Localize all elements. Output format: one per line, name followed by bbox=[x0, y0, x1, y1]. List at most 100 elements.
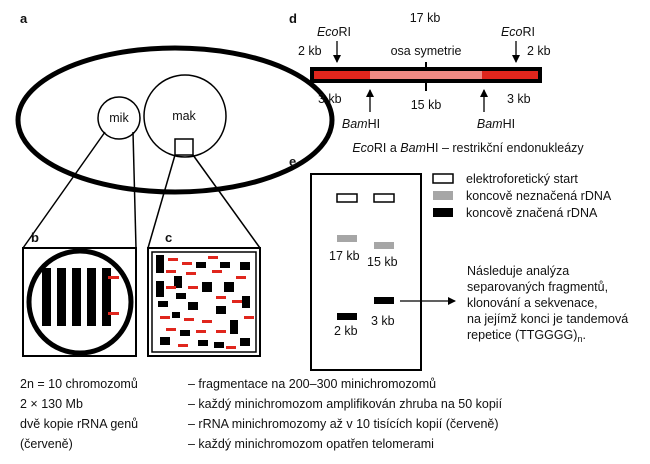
rrna-minichromosome bbox=[236, 276, 246, 279]
panel-label-a: a bbox=[20, 11, 28, 26]
zoom-line-c-left bbox=[147, 154, 176, 249]
rrna-minichromosome bbox=[196, 330, 206, 333]
minichromosome bbox=[230, 320, 238, 334]
chromosome bbox=[72, 268, 81, 326]
chromosome bbox=[102, 268, 111, 326]
zoom-line-b-right bbox=[132, 131, 137, 249]
band-label-2kb: 2 kb bbox=[334, 324, 358, 338]
panel-label-e: e bbox=[289, 154, 296, 169]
rrna-minichromosome bbox=[166, 328, 176, 331]
rrna-minichromosome bbox=[216, 330, 226, 333]
middle-fragment-size: 15 kb bbox=[411, 98, 442, 112]
minichromosome bbox=[198, 340, 208, 346]
gel-start-lane-2 bbox=[373, 193, 395, 203]
ecori-left-fragment-size: 2 kb bbox=[298, 44, 322, 58]
panel-label-b: b bbox=[31, 230, 39, 245]
rrna-minichromosome bbox=[182, 262, 192, 265]
macronucleus-zoom-square bbox=[174, 138, 194, 156]
bamhi-right-label: BamHI bbox=[477, 117, 515, 131]
minichromosome bbox=[240, 262, 250, 270]
micronucleus bbox=[97, 96, 141, 140]
band-label-15kb: 15 kb bbox=[367, 255, 398, 269]
bamhi-left-fragment-size: 3 kb bbox=[318, 92, 342, 106]
minichromosome bbox=[174, 276, 182, 288]
note-line: na jejímž konci je tandemová bbox=[467, 312, 628, 326]
zoom-line-c-right bbox=[192, 154, 261, 249]
rrna-minichromosome bbox=[226, 346, 236, 349]
minichromosome bbox=[240, 338, 250, 346]
gel-band-2kb bbox=[337, 313, 357, 320]
minichromosome bbox=[172, 312, 180, 318]
minichromosome bbox=[188, 302, 198, 310]
rrna-minichromosome bbox=[168, 258, 178, 261]
rrna-minichromosome bbox=[244, 316, 254, 319]
legend-label-unlabeled: koncově neznačená rDNA bbox=[466, 189, 612, 203]
gel-start-lane-1 bbox=[336, 193, 358, 203]
chromosome bbox=[87, 268, 96, 326]
rrna-gene-copy bbox=[108, 276, 119, 279]
note-line: klonování a sekvenace, bbox=[467, 296, 598, 310]
legend-label-start: elektroforetický start bbox=[466, 172, 578, 186]
rrna-minichromosome bbox=[166, 286, 176, 289]
legend-label-labeled: koncově značená rDNA bbox=[466, 206, 598, 220]
minichromosome bbox=[156, 255, 164, 273]
macronucleus-label: mak bbox=[172, 109, 196, 123]
minichromosome bbox=[180, 330, 190, 336]
rrna-minichromosome bbox=[186, 272, 196, 275]
rrna-minichromosome bbox=[202, 320, 212, 323]
chromosome bbox=[42, 268, 51, 326]
minichromosome bbox=[224, 282, 234, 292]
rrna-minichromosome bbox=[160, 316, 170, 319]
rrna-minichromosome bbox=[178, 344, 188, 347]
legend-swatch-unlabeled bbox=[433, 191, 453, 200]
panel-label-c: c bbox=[165, 230, 172, 245]
rrna-minichromosome bbox=[208, 256, 218, 259]
gel bbox=[310, 173, 422, 371]
micronucleus-note: 2n = 10 chromozomů bbox=[20, 377, 138, 391]
minichromosome bbox=[242, 296, 250, 308]
gel-band-3kb bbox=[374, 297, 394, 304]
note-line: Následuje analýza bbox=[467, 264, 569, 278]
rrna-minichromosome bbox=[212, 270, 222, 273]
micronucleus-chromosomes bbox=[42, 268, 119, 326]
rrna-minichromosome bbox=[184, 318, 194, 321]
macronucleus-note: – každý minichromozom opatřen telomerami bbox=[188, 437, 434, 451]
ecori-right-label: EcoRI bbox=[501, 25, 535, 39]
bamhi-right-fragment-size: 3 kb bbox=[507, 92, 531, 106]
band-label-3kb: 3 kb bbox=[371, 314, 395, 328]
minichromosome bbox=[158, 301, 168, 307]
minichromosome bbox=[202, 282, 212, 292]
macronucleus-note: – každý minichromozom amplifikován zhrub… bbox=[188, 397, 503, 411]
enzymes-caption: EcoRI a BamHI – restrikční endonukleázy bbox=[352, 141, 584, 155]
micronucleus-note: dvě kopie rRNA genů bbox=[20, 417, 139, 431]
symmetry-axis-label: osa symetrie bbox=[391, 44, 462, 58]
macronucleus-note: – rRNA minichromozomy až v 10 tisících k… bbox=[188, 417, 499, 431]
chromosome bbox=[57, 268, 66, 326]
rrna-minichromosome bbox=[188, 286, 198, 289]
minichromosome bbox=[156, 281, 164, 297]
rrna-minichromosome bbox=[166, 270, 176, 273]
minichromosome bbox=[196, 262, 206, 268]
ecori-right-fragment-size: 2 kb bbox=[527, 44, 551, 58]
panel-label-d: d bbox=[289, 11, 297, 26]
note-line: separovaných fragmentů, bbox=[467, 280, 608, 294]
minichromosome bbox=[176, 293, 186, 299]
legend-swatch-labeled bbox=[433, 208, 453, 217]
macronucleus-zoom bbox=[151, 251, 257, 353]
rdna-end-left bbox=[314, 71, 370, 79]
cell-outline bbox=[15, 45, 335, 195]
minichromosomes bbox=[156, 255, 254, 349]
note-line: repetice (TTGGGG)n. bbox=[467, 328, 586, 344]
rdna-molecule bbox=[310, 62, 542, 91]
macronucleus-note: – fragmentace na 200–300 minichromozomů bbox=[188, 377, 437, 391]
gel-band-17kb bbox=[337, 235, 357, 242]
rrna-minichromosome bbox=[216, 296, 226, 299]
minichromosome bbox=[216, 306, 226, 314]
rrna-gene-copy bbox=[108, 312, 119, 315]
analysis-note: Následuje analýza separovaných fragmentů… bbox=[467, 264, 628, 344]
bamhi-left-label: BamHI bbox=[342, 117, 380, 131]
gel-band-15kb bbox=[374, 242, 394, 249]
micronucleus-label: mik bbox=[109, 111, 129, 125]
rdna-end-right bbox=[482, 71, 538, 79]
